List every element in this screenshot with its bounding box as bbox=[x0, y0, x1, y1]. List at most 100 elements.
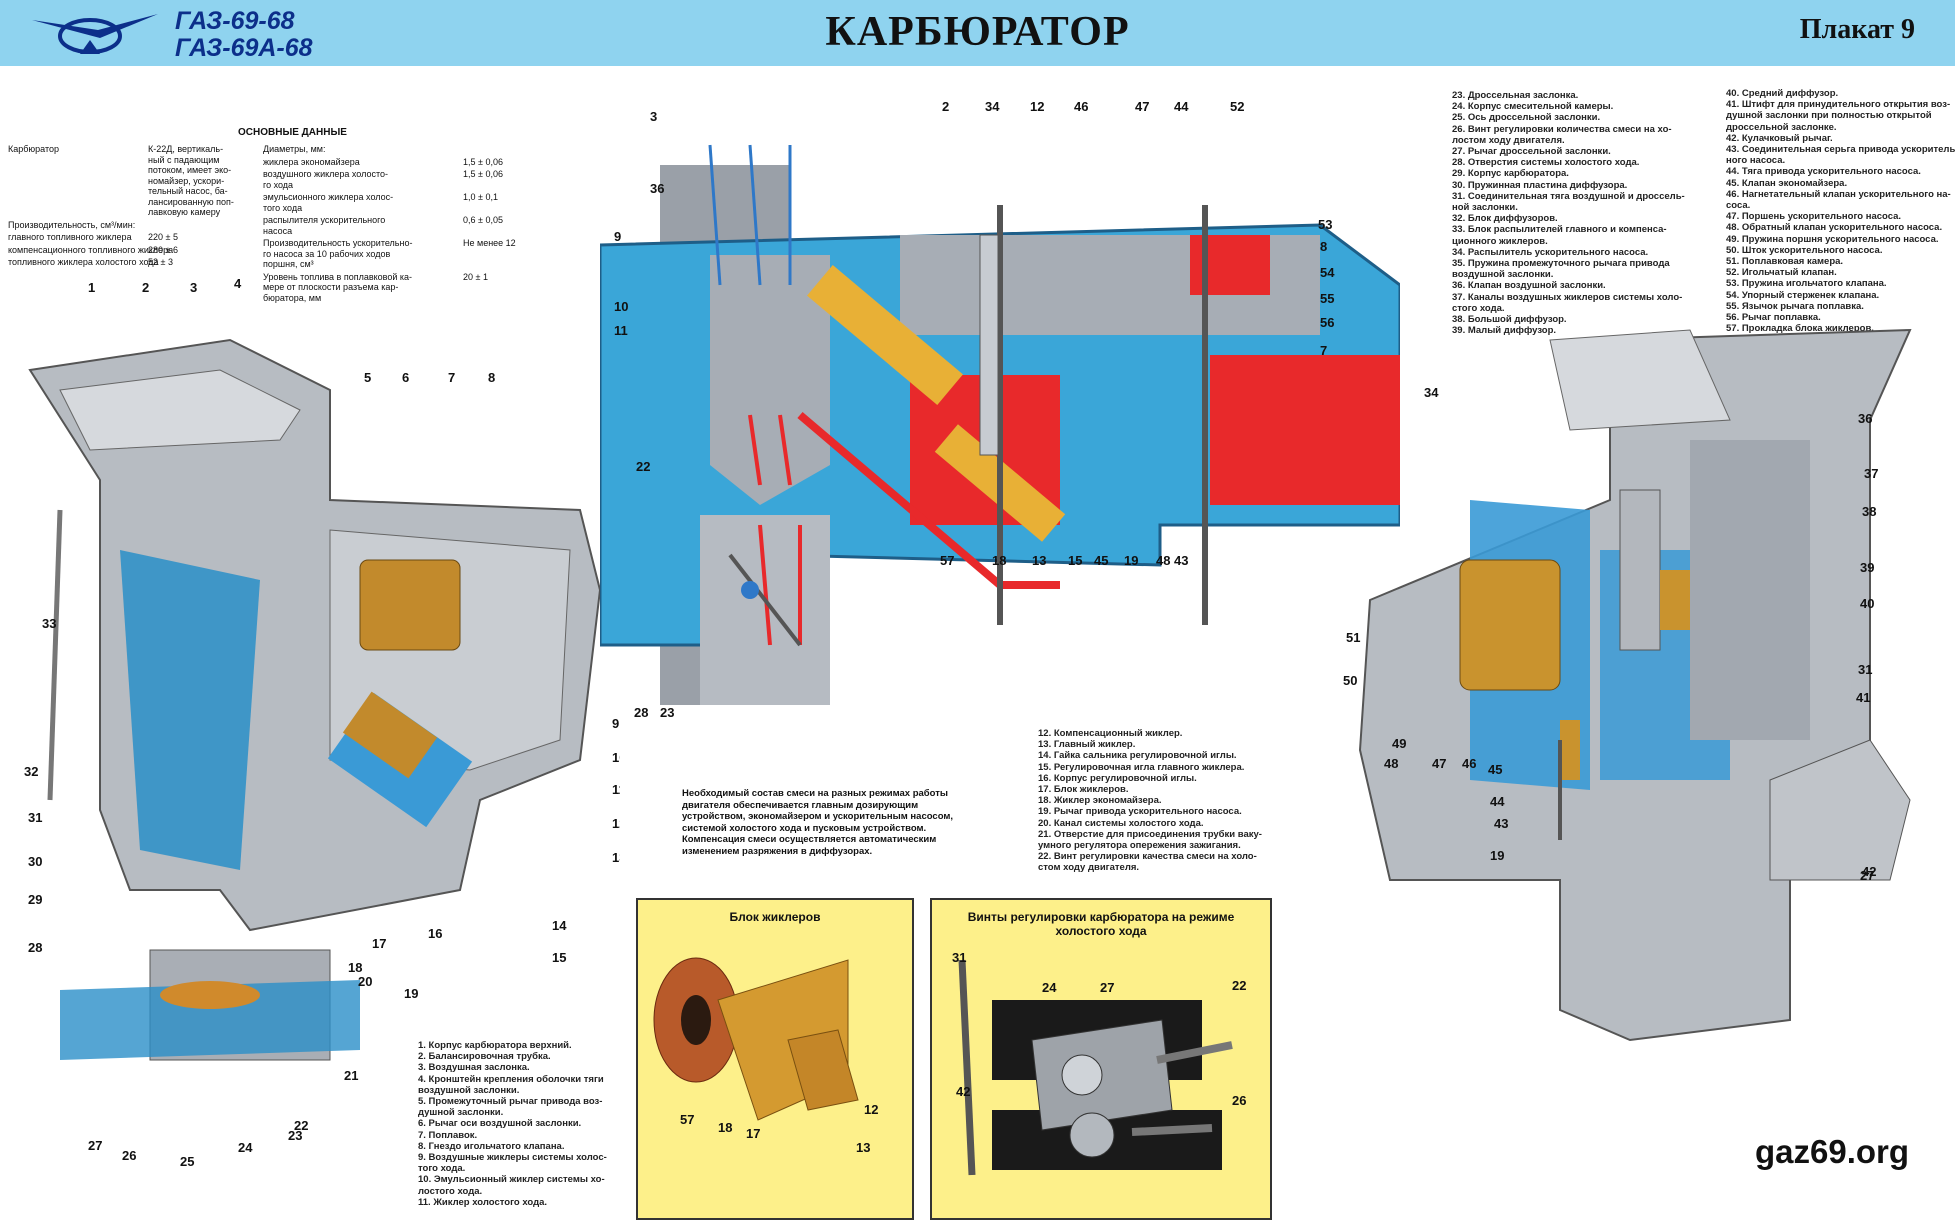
legend-line: умного регулятора опережения зажигания. bbox=[1038, 840, 1241, 852]
callout-label: 8 bbox=[488, 370, 495, 385]
callout-label: 17 bbox=[372, 936, 386, 951]
callout-label: 24 bbox=[1042, 980, 1057, 995]
inset-idle-screws: Винты регулировки карбюратора на режиме … bbox=[930, 898, 1272, 1220]
spec-key: Диаметры, мм: bbox=[263, 144, 326, 154]
callout-label: 7 bbox=[1320, 343, 1327, 358]
legend-line: 48. Обратный клапан ускорительного насос… bbox=[1726, 222, 1943, 234]
spec-value: 220 ± 5 bbox=[148, 232, 178, 242]
legend-line: 5. Промежуточный рычаг привода воз- bbox=[418, 1096, 603, 1108]
right-cutaway-diagram bbox=[1358, 328, 1912, 1042]
legend-40-57: 40. Средний диффузор.41. Штифт для прину… bbox=[1726, 88, 1955, 334]
legend-12-22: 12. Компенсационный жиклер.13. Главный ж… bbox=[1038, 728, 1262, 874]
callout-label: 31 bbox=[1858, 662, 1872, 677]
legend-line: 50. Шток ускорительного насоса. bbox=[1726, 244, 1883, 256]
callout-label: 13 bbox=[612, 850, 620, 865]
callout-label: 12 bbox=[1030, 99, 1044, 114]
legend-line: лостого хода. bbox=[418, 1185, 483, 1197]
legend-line: 27. Рычаг дроссельной заслонки. bbox=[1452, 146, 1611, 158]
callout-label: 19 bbox=[404, 986, 418, 1001]
gaz-deer-logo-icon bbox=[32, 14, 158, 54]
legend-line: стого хода. bbox=[1452, 302, 1505, 314]
callout-label: 28 bbox=[28, 940, 42, 955]
legend-line: 18. Жиклер экономайзера. bbox=[1038, 795, 1162, 807]
poster-number: Плакат 9 bbox=[1799, 14, 1915, 45]
legend-line: 11. Жиклер холостого хода. bbox=[418, 1196, 548, 1208]
legend-line: 51. Поплавковая камера. bbox=[1726, 256, 1844, 268]
section-body bbox=[600, 144, 1400, 705]
legend-line: 30. Пружинная пластина диффузора. bbox=[1452, 179, 1628, 191]
callout-label: 22 bbox=[636, 459, 650, 474]
spec-key: Карбюратор bbox=[8, 144, 60, 154]
callout-label: 4 bbox=[234, 276, 242, 291]
callout-label: 15 bbox=[552, 950, 566, 965]
legend-line: 26. Винт регулировки количества смеси на… bbox=[1452, 123, 1672, 135]
callout-label: 9 bbox=[612, 716, 619, 731]
legend-line: 28. Отверстия системы холостого хода. bbox=[1452, 157, 1640, 169]
callout-label: 38 bbox=[1862, 504, 1876, 519]
legend-line: 23. Дроссельная заслонка. bbox=[1452, 90, 1579, 101]
legend-line: воздушной заслонки. bbox=[1452, 269, 1554, 281]
callout-label: 19 bbox=[1490, 848, 1504, 863]
callout-label: 12 bbox=[864, 1102, 878, 1117]
legend-line: 19. Рычаг привода ускорительного насоса. bbox=[1038, 806, 1242, 818]
inset-jets-title: Блок жиклеров bbox=[729, 910, 821, 924]
legend-line: 3. Воздушная заслонка. bbox=[418, 1062, 530, 1074]
right-diagram-labels: 3523436373839405150494847464544431931414… bbox=[1343, 385, 1878, 883]
legend-23-39: 23. Дроссельная заслонка.24. Корпус смес… bbox=[1452, 90, 1685, 336]
callout-label: 24 bbox=[238, 1140, 253, 1155]
spec-key: Уровень топлива в поплавковой ка- мере о… bbox=[263, 271, 413, 303]
model-1: ГАЗ-69-68 bbox=[175, 7, 295, 35]
legend-line: душной заслонки при полностью открытой bbox=[1726, 110, 1932, 122]
legend-line: 2. Балансировочная трубка. bbox=[418, 1051, 551, 1063]
callout-label: 32 bbox=[24, 764, 38, 779]
callout-label: 34 bbox=[1424, 385, 1439, 400]
callout-label: 45 bbox=[1094, 553, 1108, 568]
legend-1-11: 1. Корпус карбюратора верхний.2. Баланси… bbox=[418, 1040, 607, 1208]
callout-label: 10 bbox=[612, 750, 620, 765]
legend-line: 20. Канал системы холостого хода. bbox=[1038, 817, 1204, 829]
spec-key: главного топливного жиклера bbox=[8, 232, 132, 242]
callout-label: 45 bbox=[1488, 762, 1502, 777]
legend-line: 43. Соединительная серьга привода ускори… bbox=[1726, 144, 1955, 156]
callout-label: 28 bbox=[634, 705, 648, 720]
legend-line: 55. Язычок рычага поплавка. bbox=[1726, 300, 1864, 312]
legend-line: ционного жиклеров. bbox=[1452, 235, 1548, 247]
legend-line: 4. Кронштейн крепления оболочки тяги bbox=[418, 1073, 604, 1085]
description-text: Необходимый состав смеси на разных режим… bbox=[682, 788, 954, 857]
legend-line: 8. Гнездо игольчатого клапана. bbox=[418, 1140, 565, 1152]
callout-label: 8 bbox=[1320, 239, 1327, 254]
callout-label: 33 bbox=[42, 616, 56, 631]
legend-line: 15. Регулировочная игла главного жиклера… bbox=[1038, 761, 1245, 773]
left-diagram-labels: 1234567833323130292891011121314151617181… bbox=[24, 276, 620, 1169]
spec-value: 1,5 ± 0,06 bbox=[463, 169, 503, 179]
legend-line: 41. Штифт для принудительного открытия в… bbox=[1726, 99, 1951, 111]
legend-line: дроссельной заслонке. bbox=[1726, 121, 1837, 133]
callout-label: 14 bbox=[552, 918, 567, 933]
callout-label: 31 bbox=[952, 950, 966, 965]
callout-label: 46 bbox=[1462, 756, 1476, 771]
legend-line: 29. Корпус карбюратора. bbox=[1452, 168, 1569, 180]
legend-line: стом ходу двигателя. bbox=[1038, 862, 1140, 874]
poster-title: КАРБЮРАТОР bbox=[825, 9, 1130, 55]
callout-label: 10 bbox=[614, 299, 628, 314]
legend-line: 46. Нагнетательный клапан ускорительного… bbox=[1726, 188, 1951, 200]
callout-label: 3 bbox=[190, 280, 197, 295]
legend-line: ной заслонки. bbox=[1452, 202, 1518, 214]
callout-label: 44 bbox=[1490, 794, 1505, 809]
left-cutaway-diagram bbox=[28, 338, 602, 1061]
callout-label: 48 bbox=[1156, 553, 1170, 568]
callout-label: 29 bbox=[28, 892, 42, 907]
callout-label: 49 bbox=[1392, 736, 1406, 751]
legend-line: 37. Каналы воздушных жиклеров системы хо… bbox=[1452, 291, 1683, 303]
spec-key: жиклера экономайзера bbox=[263, 156, 360, 167]
callout-label: 52 bbox=[1230, 99, 1244, 114]
legend-line: 39. Малый диффузор. bbox=[1452, 325, 1557, 337]
callout-label: 26 bbox=[1232, 1093, 1246, 1108]
legend-line: 17. Блок жиклеров. bbox=[1038, 784, 1129, 796]
specs-heading: ОСНОВНЫЕ ДАННЫЕ bbox=[238, 127, 347, 138]
header-band: ГАЗ-69-68 ГАЗ-69А-68 КАРБЮРАТОР Плакат 9 bbox=[0, 0, 1955, 66]
legend-line: того хода. bbox=[418, 1163, 466, 1175]
legend-line: ного насоса. bbox=[1726, 155, 1786, 167]
spec-value: 1,0 ± 0,1 bbox=[463, 192, 498, 202]
